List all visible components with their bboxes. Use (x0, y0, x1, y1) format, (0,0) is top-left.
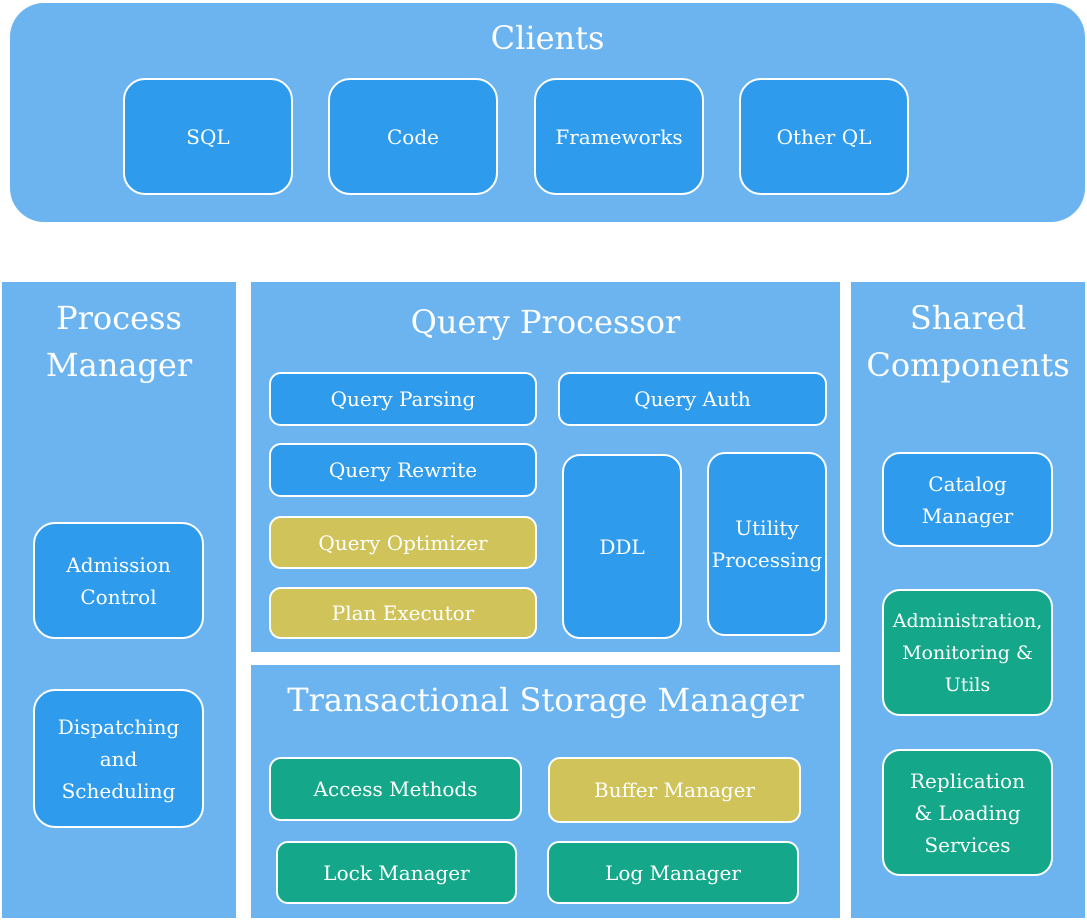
access-methods-box: Access Methods (269, 757, 522, 821)
storage-manager-title: Transactional Storage Manager (287, 681, 804, 719)
buffer-manager-box: Buffer Manager (548, 757, 801, 823)
query-auth-box: Query Auth (558, 372, 827, 426)
replication-loading-services-box: Replication & Loading Services (882, 749, 1053, 876)
utility-processing-box: Utility Processing (707, 452, 827, 636)
ddl-box: DDL (562, 454, 682, 639)
query-rewrite-box: Query Rewrite (269, 443, 537, 497)
log-manager-box: Log Manager (547, 841, 799, 904)
client-sql-box: SQL (123, 78, 293, 195)
lock-manager-box: Lock Manager (276, 841, 517, 904)
client-other-ql-box: Other QL (739, 78, 909, 195)
client-code-box: Code (328, 78, 498, 195)
admission-control-box: Admission Control (33, 522, 204, 639)
query-parsing-box: Query Parsing (269, 372, 537, 426)
dispatching-scheduling-box: Dispatching and Scheduling (33, 689, 204, 828)
plan-executor-box: Plan Executor (269, 587, 537, 639)
client-frameworks-box: Frameworks (534, 78, 704, 195)
storage-manager-panel: Transactional Storage Manager Access Met… (251, 665, 840, 918)
query-processor-title: Query Processor (410, 303, 681, 341)
process-manager-title: Process Manager (45, 299, 193, 384)
administration-monitoring-utils-box: Administration, Monitoring & Utils (882, 589, 1053, 716)
query-processor-panel: Query Processor Query Parsing Query Auth… (251, 282, 840, 652)
clients-panel: Clients SQL Code Frameworks Other QL (10, 3, 1085, 222)
catalog-manager-box: Catalog Manager (882, 452, 1053, 547)
shared-components-title: Shared Components (866, 299, 1070, 384)
process-manager-panel: Process Manager Admission Control Dispat… (2, 282, 236, 918)
shared-components-panel: Shared Components Catalog Manager Admini… (851, 282, 1085, 918)
query-optimizer-box: Query Optimizer (269, 516, 537, 569)
clients-title: Clients (490, 19, 605, 57)
